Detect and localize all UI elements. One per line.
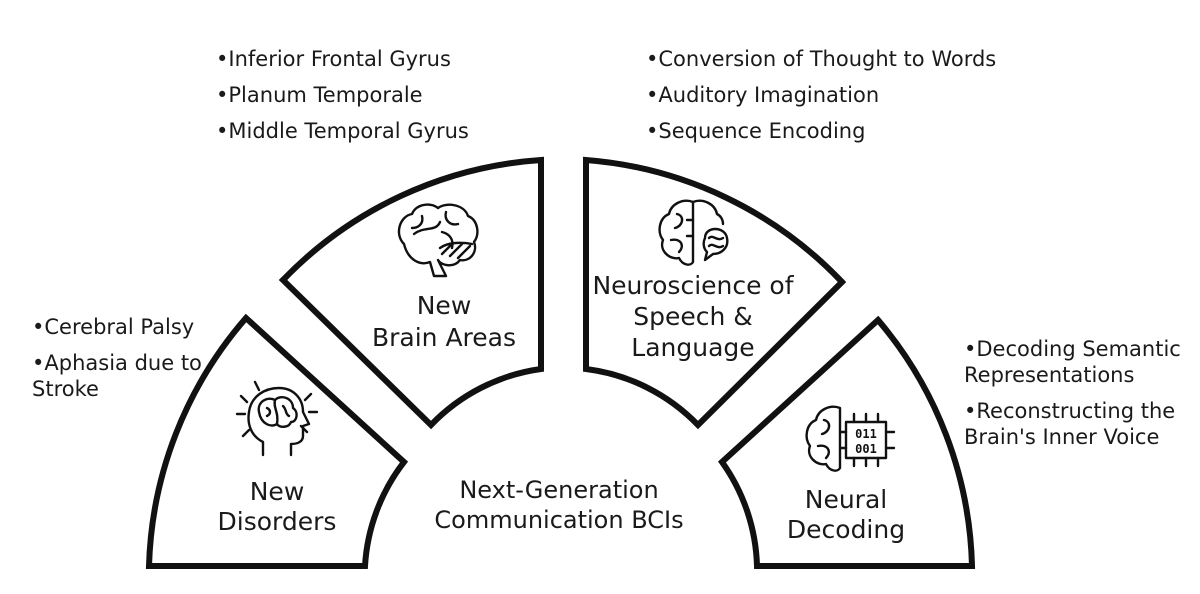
bullet-item: Middle Temporal Gyrus [216, 118, 468, 144]
bullet-list-neuroscience: Conversion of Thought to Words Auditory … [646, 46, 996, 154]
bullet-item: Auditory Imagination [646, 82, 996, 108]
chip-binary-line2: 001 [855, 442, 877, 456]
bullet-item: Planum Temporale [216, 82, 469, 108]
bullet-item: Decoding Semantic Representations [964, 336, 1196, 388]
label-neuroscience-line2: Speech & [633, 302, 753, 331]
segment-neuroscience [583, 156, 847, 430]
brain-speech-icon [658, 199, 729, 266]
center-label-line2: Communication BCIs [434, 506, 683, 534]
bullet-item: Conversion of Thought to Words [646, 46, 996, 72]
chip-binary-line1: 011 [855, 427, 877, 441]
bullet-list-brain-areas: Inferior Frontal Gyrus Planum Temporale … [216, 46, 469, 154]
label-neural-decoding-line1: Neural [805, 485, 887, 514]
brain-chip-icon: 011 001 [805, 405, 896, 472]
label-neuroscience-line3: Language [631, 333, 754, 362]
label-new-brain-areas-line1: New [417, 291, 472, 320]
bullet-item: Inferior Frontal Gyrus [216, 46, 469, 72]
label-new-disorders-line1: New [250, 477, 305, 506]
center-label-line1: Next-Generation [459, 476, 658, 504]
bullet-list-disorders: Cerebral Palsy Aphasia due to Stroke [32, 314, 222, 412]
bullet-item: Sequence Encoding [646, 118, 996, 144]
bullet-item: Reconstructing the Brain's Inner Voice [964, 398, 1196, 450]
bullet-item: Aphasia due to Stroke [32, 350, 222, 402]
label-neuroscience-line1: Neuroscience of [592, 271, 794, 300]
brain-regions-icon [397, 203, 479, 278]
bullet-item: Cerebral Palsy [32, 314, 222, 340]
label-new-disorders-line2: Disorders [218, 507, 337, 536]
label-new-brain-areas-line2: Brain Areas [372, 323, 516, 352]
label-neural-decoding-line2: Decoding [787, 515, 905, 544]
head-brain-icon [235, 380, 319, 457]
bullet-list-neural-decoding: Decoding Semantic Representations Recons… [964, 336, 1196, 460]
